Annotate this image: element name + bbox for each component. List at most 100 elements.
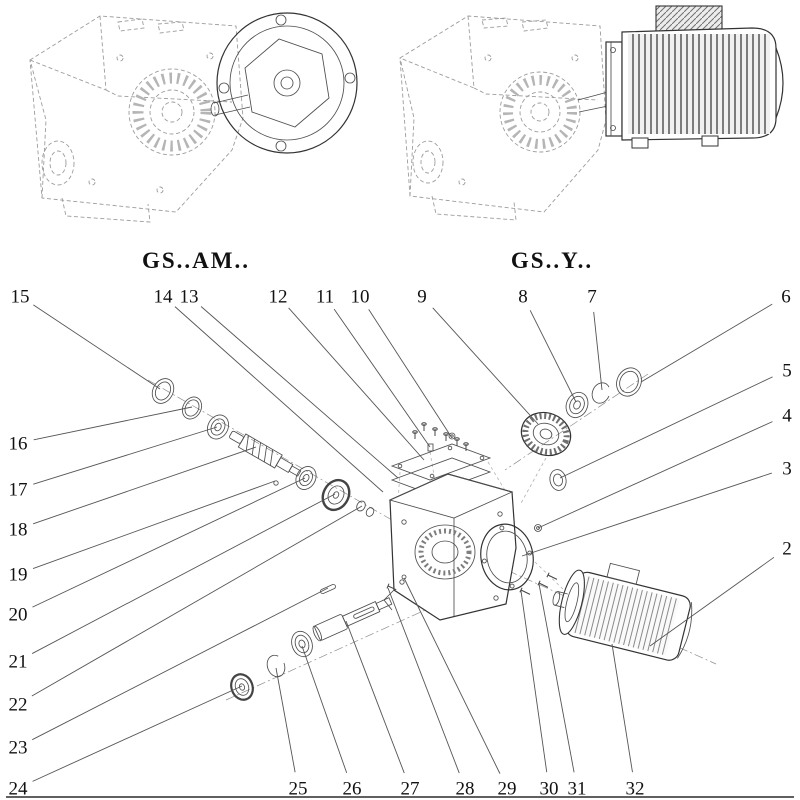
part-9-helical-gear	[520, 411, 572, 457]
callout-number-10: 10	[351, 287, 370, 308]
part-8-bearing	[565, 391, 589, 419]
part-28-bolt	[386, 583, 397, 591]
callout-number-4: 4	[782, 406, 792, 427]
callout-number-24: 24	[9, 779, 29, 800]
assembled-view-gs-y: GS..Y..	[399, 5, 784, 273]
part-31-bolt-b	[546, 572, 558, 580]
input-boss-ribbed	[128, 68, 216, 156]
part-26-bearing	[291, 630, 313, 658]
leader-line-32	[611, 643, 633, 773]
part-2-motor	[552, 562, 693, 661]
callout-number-16: 16	[9, 434, 28, 455]
leader-line-28	[387, 587, 460, 774]
leader-line-12	[288, 307, 425, 461]
leader-line-26	[301, 645, 348, 774]
leader-line-15	[33, 304, 161, 390]
callout-number-18: 18	[9, 520, 28, 541]
part-15-seal-ring	[151, 378, 175, 404]
leader-line-25	[275, 667, 296, 773]
part-31-bolt	[537, 580, 549, 588]
part-30-bolt	[519, 587, 531, 595]
output-flange	[216, 12, 358, 154]
part-11-plug	[427, 443, 434, 452]
callout-number-21: 21	[9, 652, 28, 673]
callout-number-9: 9	[417, 287, 427, 308]
leader-line-17	[33, 426, 218, 485]
part-24-seal-washer	[230, 673, 254, 701]
callout-number-28: 28	[456, 779, 475, 800]
exploded-view	[147, 367, 717, 701]
part-23-key	[320, 584, 336, 594]
leader-line-7	[593, 311, 603, 391]
leader-line-5	[559, 376, 773, 479]
leader-line-16	[33, 406, 193, 441]
leader-line-22	[31, 505, 363, 697]
leader-line-10	[368, 309, 453, 439]
leader-line-13	[200, 306, 399, 479]
leader-line-8	[529, 310, 577, 403]
part-27-output-shaft	[312, 597, 393, 642]
part-21-worm-gear-disc	[321, 478, 351, 512]
leader-line-11	[333, 308, 431, 448]
electric-motor	[605, 5, 784, 149]
callout-number-3: 3	[782, 459, 792, 480]
leader-line-20	[32, 477, 306, 608]
callout-number-8: 8	[518, 287, 528, 308]
part-4-plug	[534, 524, 542, 532]
leader-line-21	[31, 493, 336, 654]
part-17-bearing	[206, 414, 230, 440]
leader-line-2	[649, 556, 775, 647]
callout-number-32: 32	[626, 779, 645, 800]
callout-number-15: 15	[11, 287, 30, 308]
callout-number-20: 20	[9, 605, 28, 626]
leader-line-6	[640, 303, 773, 383]
part-7-circlip	[591, 382, 611, 404]
leader-line-24	[32, 685, 243, 782]
callout-number-31: 31	[568, 779, 587, 800]
input-axis	[147, 379, 393, 521]
input-boss-ribbed	[499, 71, 581, 153]
callout-number-27: 27	[401, 779, 420, 800]
part-20-bearing	[295, 466, 317, 490]
part-5-cover-disc	[549, 469, 567, 491]
leader-line-29	[403, 577, 501, 774]
leader-line-4	[537, 421, 773, 529]
part-25-circlip	[266, 654, 286, 678]
label-gs-am: GS..AM..	[142, 248, 250, 273]
leader-line-14	[174, 306, 384, 493]
part-12-cover-screws	[412, 422, 469, 451]
callout-number-5: 5	[782, 361, 792, 382]
label-gs-y: GS..Y..	[511, 248, 593, 273]
callout-number-7: 7	[587, 287, 597, 308]
leader-line-31	[538, 583, 575, 773]
callout-number-23: 23	[9, 738, 28, 759]
leader-line-18	[32, 446, 257, 525]
callout-number-26: 26	[343, 779, 362, 800]
callout-number-29: 29	[498, 779, 517, 800]
leader-line-23	[32, 587, 329, 741]
callout-number-17: 17	[9, 480, 28, 501]
part-10-breather-plug	[448, 432, 456, 440]
callout-number-12: 12	[269, 287, 288, 308]
leader-line-30	[520, 590, 548, 773]
gearbox-housing	[383, 473, 517, 621]
leader-line-3	[521, 472, 772, 557]
callout-number-2: 2	[782, 539, 792, 560]
leader-line-9	[432, 307, 539, 425]
callout-number-13: 13	[180, 287, 199, 308]
leader-line-19	[32, 480, 276, 569]
gear-axis	[504, 373, 649, 471]
assembled-view-gs-am: GS..AM..	[29, 12, 358, 273]
part-18-worm-shaft	[229, 430, 302, 477]
part-19-pin	[273, 480, 279, 486]
callout-number-19: 19	[9, 565, 28, 586]
callout-number-6: 6	[781, 287, 791, 308]
part-16-retaining-ring	[181, 396, 203, 420]
part-22-spacer-rings	[356, 500, 375, 517]
part-6-seal-ring	[616, 367, 642, 397]
callout-number-11: 11	[316, 287, 334, 308]
callout-number-22: 22	[9, 695, 28, 716]
